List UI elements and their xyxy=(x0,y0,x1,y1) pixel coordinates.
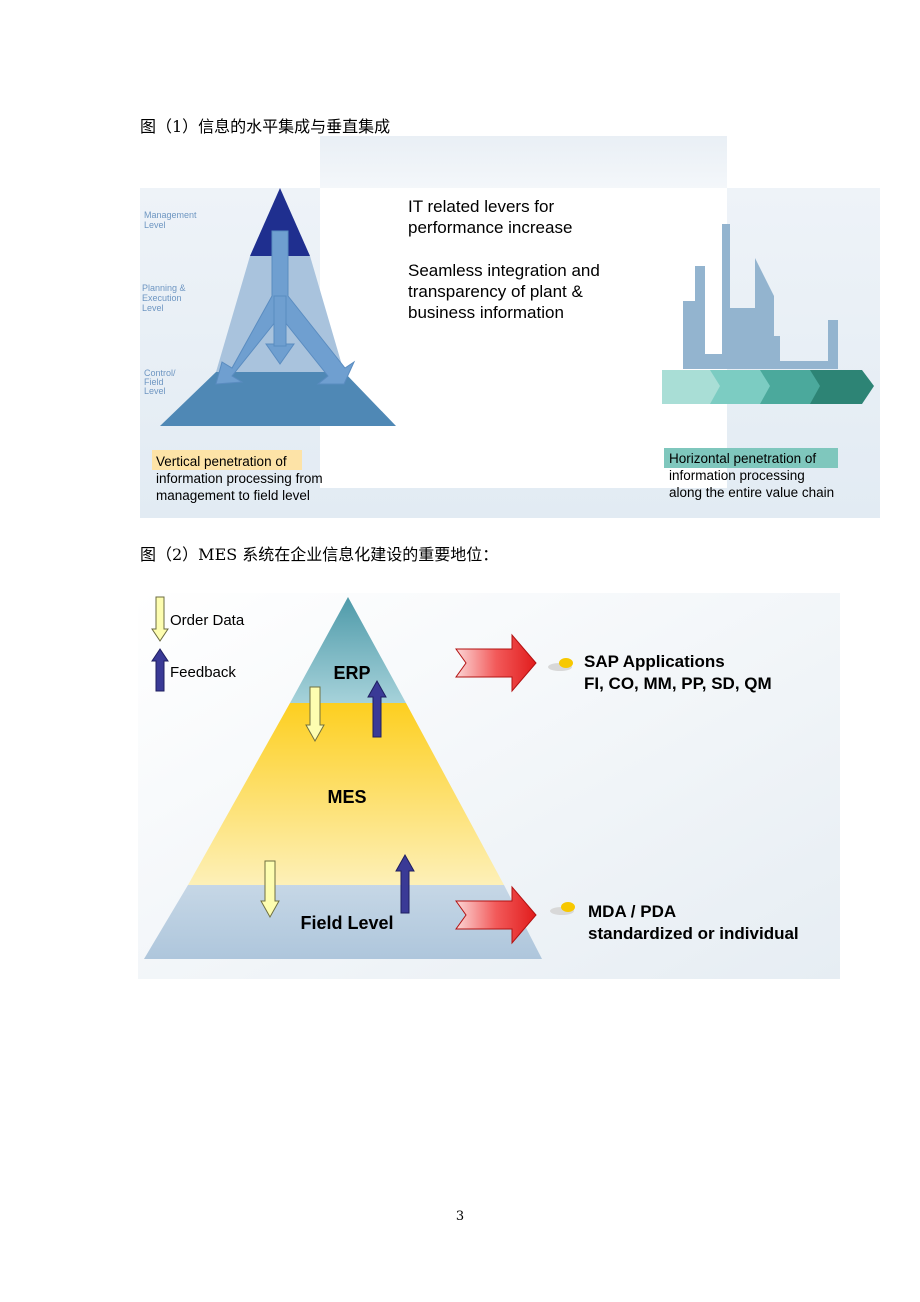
chevron-3 xyxy=(760,370,822,404)
feedback-arrow-erp xyxy=(367,679,387,738)
horizontal-penetration-text: Horizontal penetration of information pr… xyxy=(669,451,834,500)
control-level-label: Control/ Field Level xyxy=(144,368,178,396)
bullet-icon-bottom xyxy=(550,902,575,915)
order-data-arrow-erp xyxy=(305,686,325,743)
red-arrow-top xyxy=(455,633,537,693)
chevron-1 xyxy=(662,370,722,404)
mda-pda-label: MDA / PDA standardized or individual xyxy=(588,902,799,943)
factory-base xyxy=(683,361,838,369)
vertical-highlight-box xyxy=(152,450,302,470)
pyramid-management-tier xyxy=(250,188,310,256)
page-number: 3 xyxy=(455,1209,465,1224)
feedback-arrow-icon xyxy=(151,648,169,692)
management-level-label: Management Level xyxy=(144,210,199,230)
figure-1: Management Level Planning & Execution Le… xyxy=(140,136,880,518)
red-arrow-bottom xyxy=(455,885,537,945)
horizontal-highlight-box xyxy=(664,448,838,468)
field-layer xyxy=(144,885,542,959)
order-data-label: Order Data xyxy=(170,612,245,629)
value-chain-chevrons xyxy=(662,370,874,404)
figure-2-caption: 图（2）MES 系统在企业信息化建设的重要地位： xyxy=(140,545,499,564)
field-level-label: Field Level xyxy=(300,913,393,933)
mes-layer xyxy=(188,703,504,885)
figure-1-caption: 图（1）信息的水平集成与垂直集成 xyxy=(140,117,391,136)
headline-text: IT related levers for performance increa… xyxy=(408,197,572,237)
factory-skyline-icon xyxy=(683,224,838,366)
feedback-label: Feedback xyxy=(170,664,236,681)
bullet-icon-top xyxy=(548,658,573,671)
planning-level-label: Planning & Execution Level xyxy=(142,283,188,313)
sap-applications-label: SAP Applications FI, CO, MM, PP, SD, QM xyxy=(584,652,772,693)
figure-1-center-panel xyxy=(320,188,727,488)
figure-2: Order Data Feedback ERP MES Field Level xyxy=(138,593,840,979)
order-data-arrow-field xyxy=(260,860,280,919)
pyramid-control-tier xyxy=(160,372,396,426)
feedback-arrow-field xyxy=(395,853,415,914)
vertical-penetration-text: Vertical penetration of information proc… xyxy=(156,454,326,503)
vertical-penetration-arrow xyxy=(215,230,356,385)
mes-label: MES xyxy=(327,787,366,807)
legend: Order Data Feedback xyxy=(151,596,245,692)
order-data-arrow-icon xyxy=(151,596,169,642)
chevron-2 xyxy=(710,370,772,404)
mes-pyramid xyxy=(144,597,542,959)
level-pyramid xyxy=(160,188,396,426)
subline-text: Seamless integration and transparency of… xyxy=(408,261,605,322)
erp-layer xyxy=(290,597,406,703)
chevron-4 xyxy=(810,370,874,404)
erp-label: ERP xyxy=(333,663,370,683)
